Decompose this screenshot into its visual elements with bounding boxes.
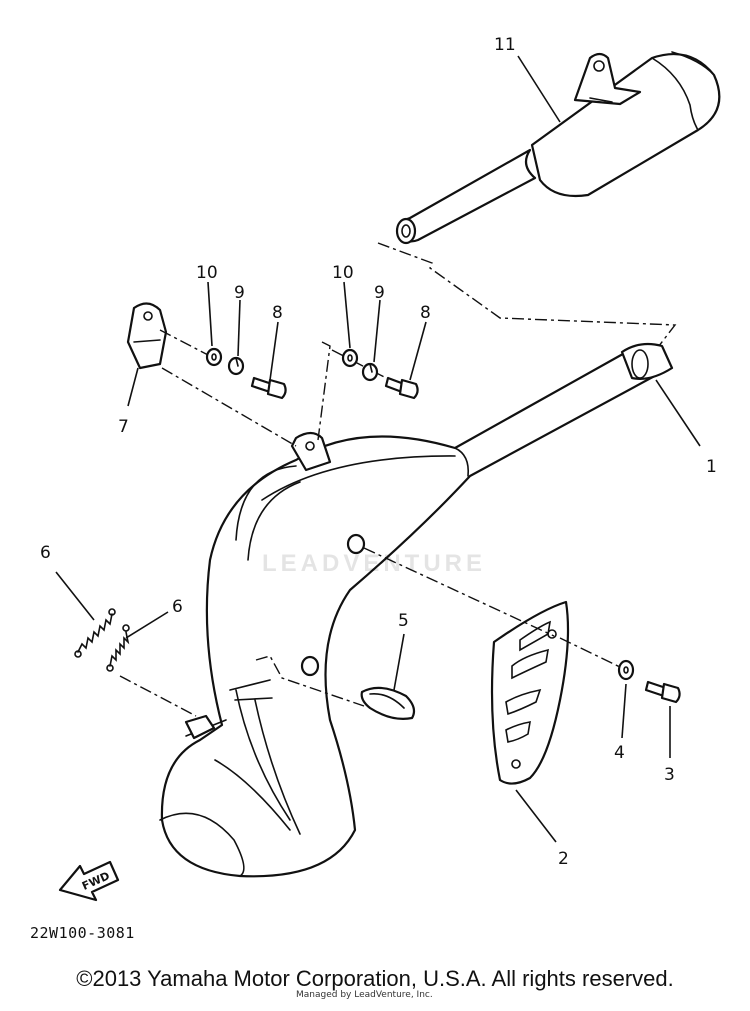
leader-10b (343, 281, 351, 349)
callout-6b: 6 (172, 597, 183, 617)
leader-8a (269, 321, 279, 381)
leader-8b (409, 321, 427, 381)
bracket-connection-line (161, 367, 297, 447)
spring-part-6a[interactable] (74, 608, 116, 658)
leader-2 (515, 789, 557, 843)
callout-1: 1 (706, 457, 717, 477)
leader-7 (127, 367, 139, 407)
callout-2: 2 (558, 849, 569, 869)
bracket-part-7[interactable] (126, 302, 168, 370)
callout-6a: 6 (40, 543, 51, 563)
copyright-notice: ©2013 Yamaha Motor Corporation, U.S.A. A… (76, 966, 674, 991)
leader-10a (207, 281, 213, 347)
damper-connection-line (255, 655, 365, 707)
washer-part-4[interactable] (617, 659, 635, 681)
callout-10b: 10 (332, 263, 354, 283)
leader-1 (655, 379, 701, 447)
managed-by-note: Managed by LeadVenture, Inc. (296, 990, 433, 1000)
forward-direction-arrow: FWD (58, 860, 120, 902)
bolt-part-8b[interactable] (384, 376, 419, 400)
callout-9a: 9 (234, 283, 245, 303)
bolt-line-right (317, 341, 331, 441)
washer-part-10b[interactable] (341, 348, 359, 368)
leader-9a (237, 299, 241, 357)
leader-6b (125, 611, 169, 639)
leader-9b (373, 299, 381, 363)
guard-bolt-line (559, 637, 623, 669)
damper-part-5[interactable] (360, 686, 416, 720)
spring-part-6b[interactable] (106, 624, 130, 672)
callout-3: 3 (664, 765, 675, 785)
heat-guard-part-2[interactable] (490, 600, 570, 785)
watermark-text: LEADVENTURE (262, 550, 487, 577)
lockwasher-part-9b[interactable] (361, 362, 379, 382)
bolt-part-8a[interactable] (250, 376, 287, 400)
silencer-part-11[interactable] (395, 51, 721, 245)
leader-4 (621, 683, 627, 739)
callout-10a: 10 (196, 263, 218, 283)
guard-connection-line (363, 547, 555, 637)
washer-part-10a[interactable] (205, 347, 223, 367)
diagram-code: 22W100-3081 (30, 924, 135, 942)
expansion-chamber-part-1[interactable] (159, 342, 674, 878)
bolt-line-left (159, 329, 211, 357)
callout-8b: 8 (420, 303, 431, 323)
silencer-connection-line (377, 242, 677, 356)
bolt-part-3[interactable] (644, 680, 681, 704)
spring-connection-line (119, 675, 197, 717)
leader-6a (55, 571, 95, 621)
leader-5 (393, 633, 405, 691)
lockwasher-part-9a[interactable] (227, 356, 245, 376)
callout-5: 5 (398, 611, 409, 631)
callout-4: 4 (614, 743, 625, 763)
callout-8a: 8 (272, 303, 283, 323)
callout-11: 11 (494, 35, 516, 55)
callout-7: 7 (118, 417, 129, 437)
callout-9b: 9 (374, 283, 385, 303)
bolt-axis-right (331, 349, 391, 381)
leader-11 (517, 55, 561, 123)
